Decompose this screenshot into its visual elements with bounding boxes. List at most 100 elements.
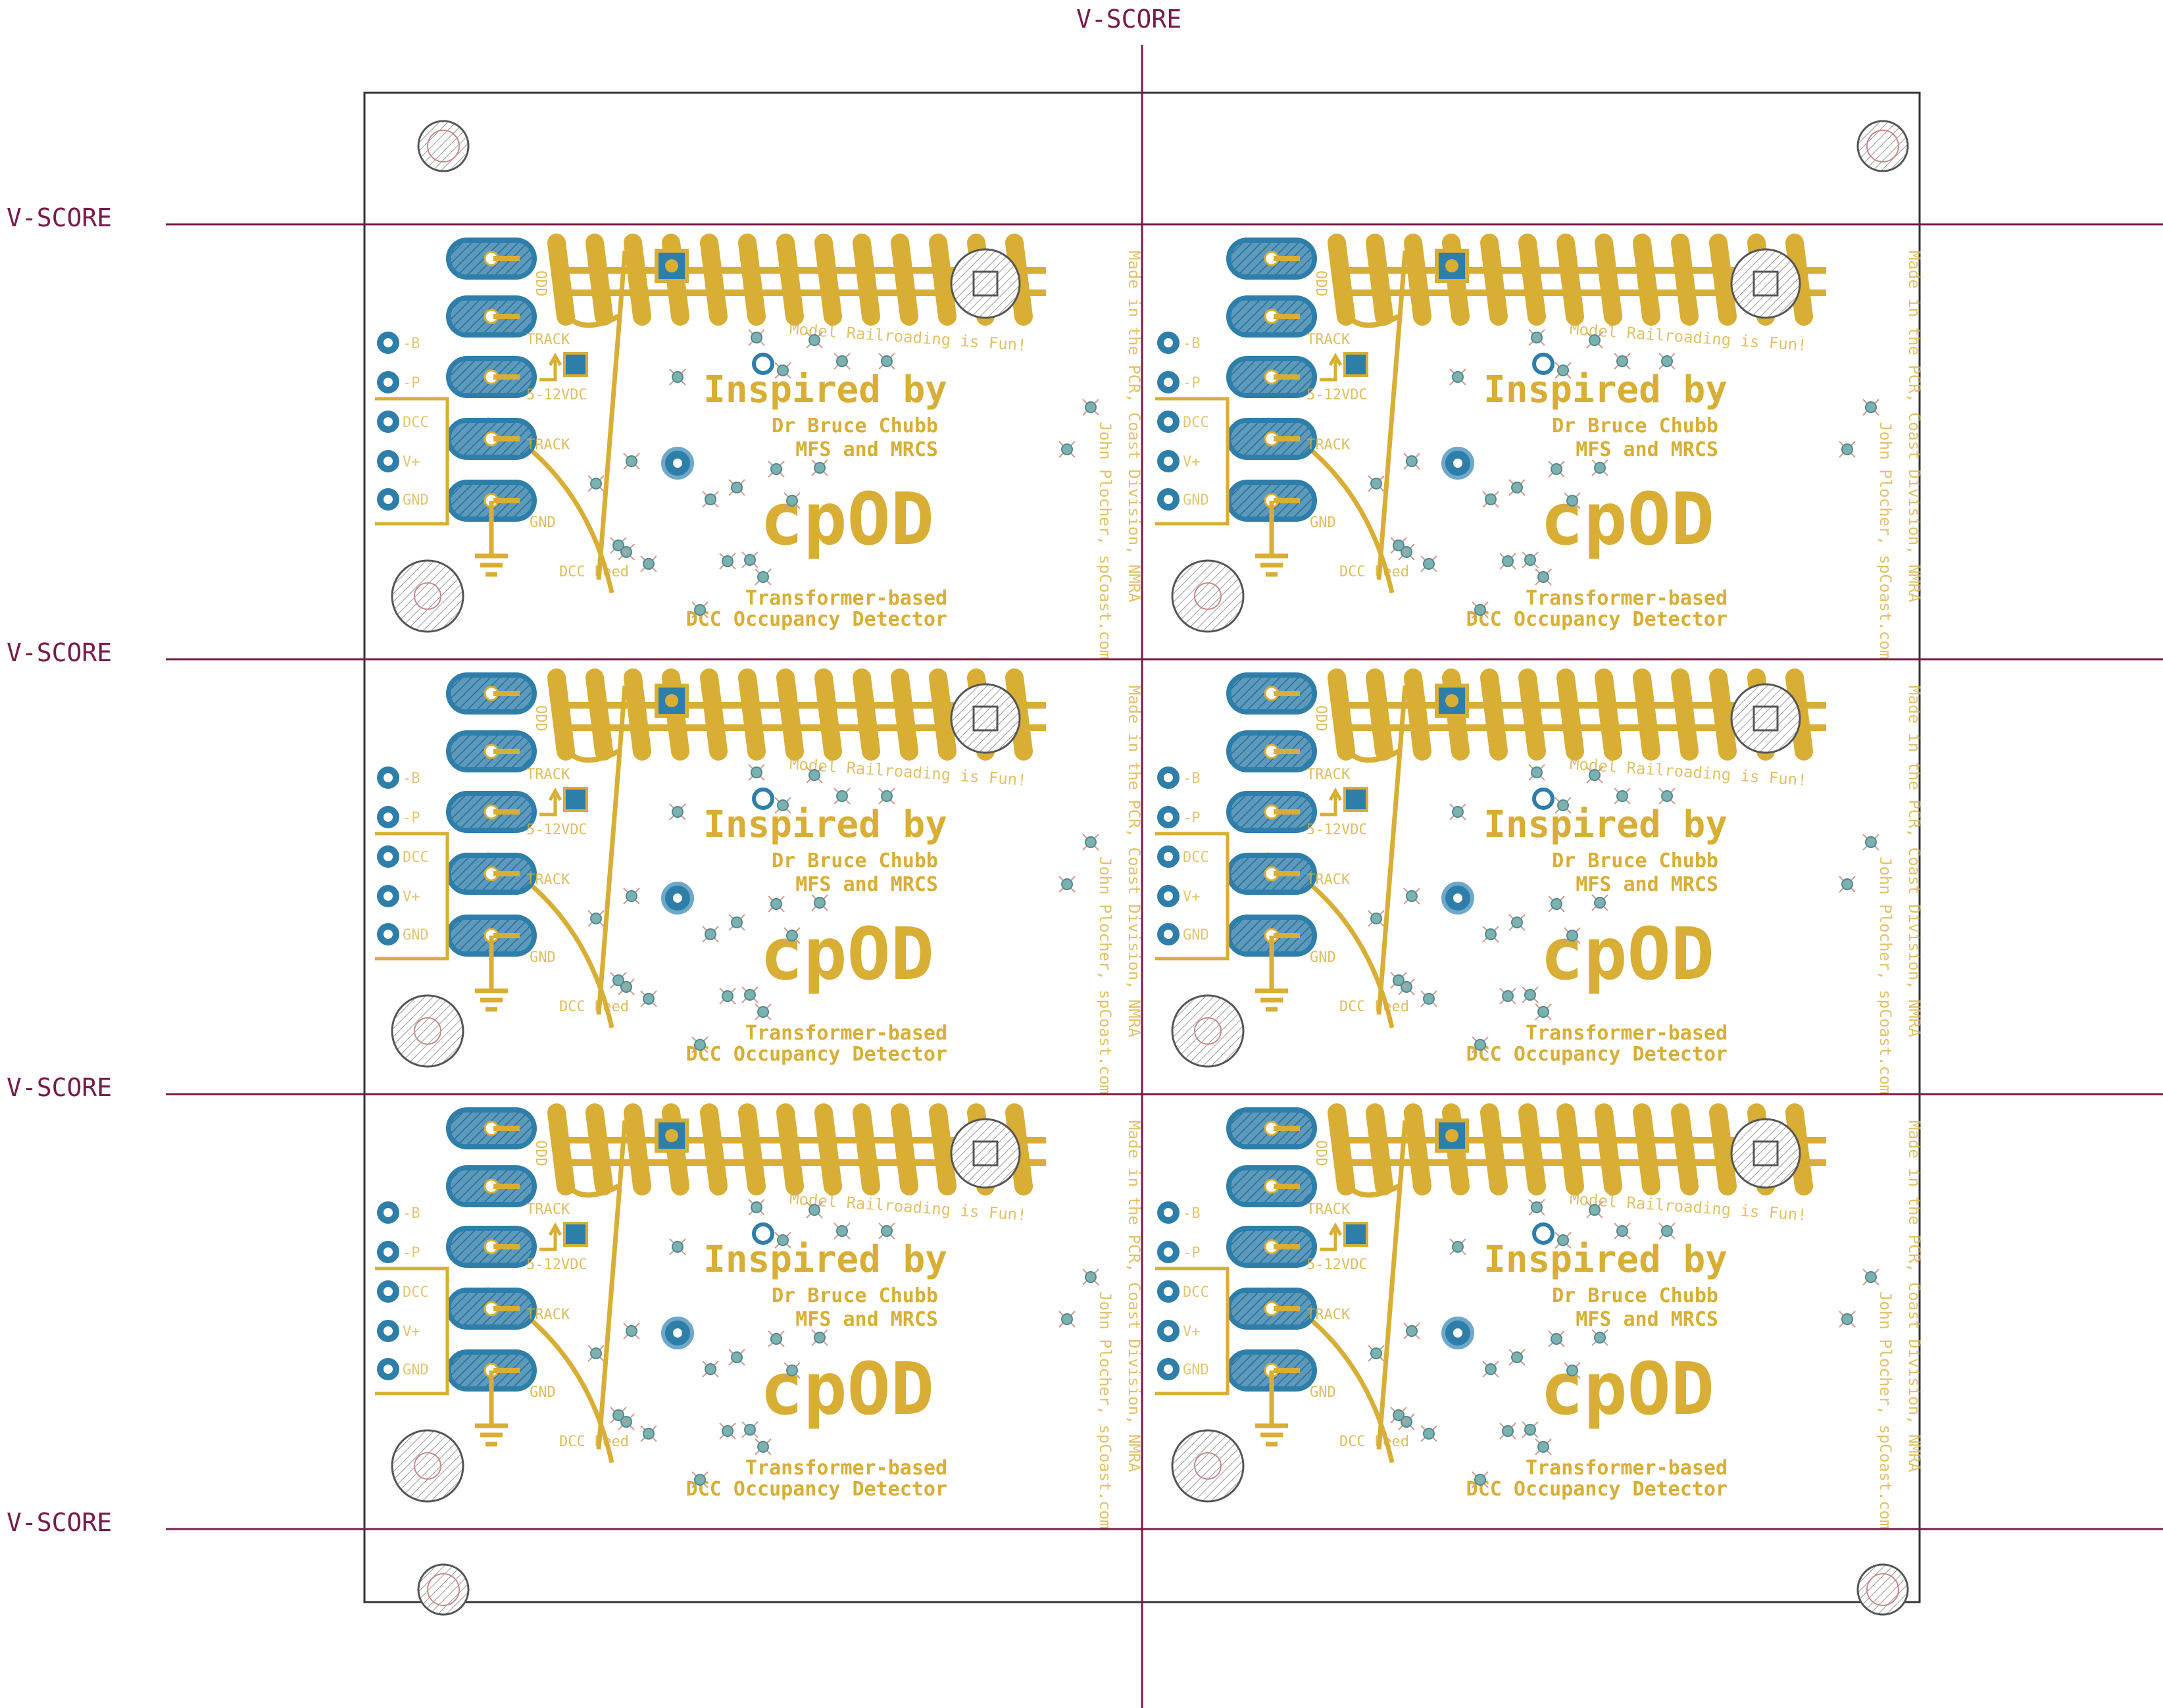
pcb-title: Inspired by: [703, 1238, 947, 1281]
pcb-logo: cpOD: [1540, 912, 1714, 996]
pcb-logo: cpOD: [760, 477, 934, 561]
trace: [596, 250, 628, 580]
header-pad-hole: [1164, 892, 1173, 901]
header-pad-hole: [384, 1247, 393, 1257]
vscore-label-1: V-SCORE: [7, 203, 112, 232]
via: [1502, 555, 1514, 567]
label-track-mid: TRACK: [1306, 872, 1351, 888]
via: [612, 1409, 624, 1421]
label-track-top: TRACK: [526, 1201, 570, 1218]
via: [1531, 766, 1543, 778]
pcb-desc-2: DCC Occupancy Detector: [686, 1478, 947, 1501]
rail-tie: [1595, 234, 1622, 326]
pcb-desc-1: Transformer-based: [1526, 587, 1728, 610]
mount-hole: [1171, 559, 1245, 633]
via: [836, 355, 848, 367]
label-supply: 5-12VDC: [526, 822, 587, 838]
via: [1485, 928, 1497, 940]
header-pad-hole: [1164, 1208, 1173, 1217]
round-pad-hole: [1453, 459, 1462, 468]
pcb-desc-1: Transformer-based: [745, 1022, 947, 1045]
header-pad-hole: [1164, 378, 1173, 387]
via: [757, 1006, 769, 1018]
via: [1551, 898, 1562, 910]
pcb-side-text-1: Made in the PCR, Coast Division, NMRA: [1125, 251, 1143, 603]
header-label: -P: [1183, 375, 1201, 391]
via: [1085, 401, 1097, 413]
header-label: GND: [1183, 1362, 1209, 1378]
pcb-side-text-2: John Plocher, spCoast.com: [1876, 857, 1895, 1094]
via: [722, 555, 733, 567]
mount-hole: [391, 559, 464, 633]
square-pad-hole: [1445, 1129, 1458, 1142]
rail-tie: [624, 668, 651, 761]
pcb-desc-2: DCC Occupancy Detector: [686, 608, 947, 631]
via: [1406, 890, 1418, 902]
via: [1661, 1225, 1673, 1237]
rail-tie: [814, 668, 842, 761]
pcb-desc-2: DCC Occupancy Detector: [1466, 1043, 1728, 1066]
rail-tie: [814, 1103, 842, 1195]
header-pad-hole: [384, 1326, 393, 1336]
label-dcc-feed: DCC Feed: [559, 1434, 629, 1450]
rail-tie: [929, 234, 957, 326]
pcb-desc-2: DCC Occupancy Detector: [1466, 608, 1728, 631]
round-pad-hole: [673, 459, 682, 468]
label-gnd: GND: [1310, 515, 1336, 531]
mount-hole-ring: [414, 582, 441, 610]
via: [836, 790, 848, 802]
via: [751, 332, 762, 343]
header-label: DCC: [1183, 1284, 1209, 1301]
via: [626, 1325, 637, 1337]
tooling-hole-ring: [1866, 130, 1899, 163]
header-pad-hole: [1164, 495, 1173, 504]
trace: [596, 1120, 628, 1450]
trace: [596, 685, 628, 1015]
via: [881, 1225, 893, 1237]
mount-hole-ring: [1194, 582, 1222, 610]
via: [672, 806, 684, 818]
mount-hole: [1171, 1429, 1245, 1503]
rail-tie: [1518, 668, 1546, 761]
label-odd: ODD: [1312, 705, 1329, 732]
label-dcc-feed: DCC Feed: [1339, 999, 1409, 1015]
via: [1537, 1006, 1549, 1018]
via: [1566, 930, 1578, 942]
label-supply: 5-12VDC: [526, 1257, 587, 1273]
via: [1485, 493, 1497, 505]
via: [705, 928, 716, 940]
rail-tie: [1480, 668, 1508, 761]
square-pad-hole: [665, 259, 678, 272]
header-label: DCC: [403, 1284, 429, 1301]
header-label: V+: [403, 889, 420, 905]
label-track-top: TRACK: [1306, 332, 1351, 348]
via: [1551, 1333, 1562, 1345]
rail-tie: [700, 1103, 728, 1195]
via: [1524, 989, 1536, 1001]
via: [1616, 790, 1628, 802]
via: [612, 540, 624, 551]
pcb-side-text-1: Made in the PCR, Coast Division, NMRA: [1125, 1120, 1143, 1472]
rail-tie: [1404, 1103, 1431, 1195]
label-odd: ODD: [532, 1140, 549, 1167]
via: [1502, 990, 1514, 1002]
label-track-mid: TRACK: [526, 872, 570, 888]
via: [626, 455, 637, 467]
via: [1511, 1351, 1523, 1363]
via: [1401, 546, 1412, 558]
via: [731, 917, 743, 928]
via: [694, 1474, 706, 1486]
rail-tie: [891, 668, 918, 761]
via: [1061, 443, 1073, 455]
label-track-top: TRACK: [1306, 1201, 1351, 1218]
via: [1589, 334, 1601, 346]
via: [590, 478, 602, 490]
pcb-subtitle-2: MFS and MRCS: [1576, 873, 1718, 896]
vscore-labels: V-SCORE V-SCORE V-SCORE V-SCORE V-SCORE: [7, 5, 1181, 1537]
pcb-logo: cpOD: [760, 912, 934, 996]
header-label: -P: [1183, 810, 1201, 826]
trace: [557, 289, 620, 328]
arrow: [1320, 1222, 1343, 1251]
rail-tie: [1480, 1103, 1508, 1195]
